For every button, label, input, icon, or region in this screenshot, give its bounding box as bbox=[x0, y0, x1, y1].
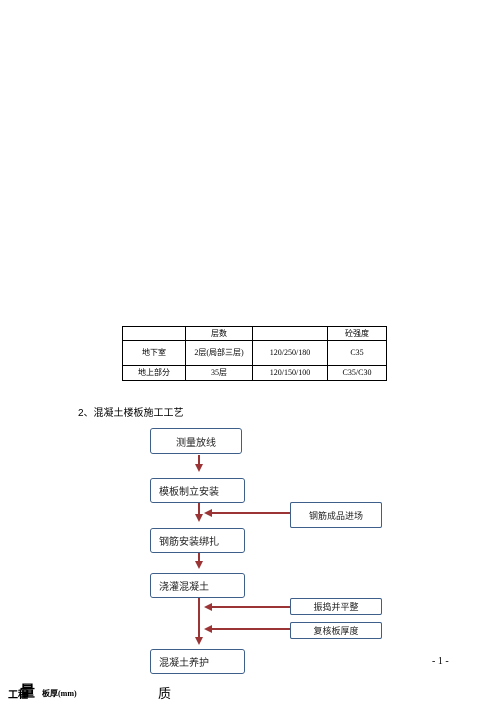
flow-step: 浇灌混凝土 bbox=[150, 573, 245, 598]
flow-step: 钢筋安装绑扎 bbox=[150, 528, 245, 553]
table-cell: 120/150/100 bbox=[252, 365, 328, 381]
table-cell: 35层 bbox=[185, 365, 253, 381]
flow-step: 测量放线 bbox=[150, 428, 242, 454]
footer-fragment: 质 bbox=[158, 686, 172, 701]
footer-fragment: 量 bbox=[20, 683, 36, 700]
table-row: 地上部分 35层 120/150/100 C35/C30 bbox=[122, 365, 387, 381]
footer-fragment: 工程 bbox=[8, 690, 28, 701]
flow-step: 混凝土养护 bbox=[150, 649, 245, 674]
footer-fragment: 板厚(mm) bbox=[42, 689, 77, 698]
table-cell: C35/C30 bbox=[327, 365, 387, 381]
page-number: - 1 - bbox=[432, 656, 449, 667]
side-input-box: 复核板厚度 bbox=[290, 622, 382, 639]
table-cell: C35 bbox=[327, 340, 387, 366]
slab-spec-table: 层数 砼强度 地下室 2层(局部三层) 120/250/180 C35 地上部分… bbox=[122, 326, 387, 381]
flow-step: 模板制立安装 bbox=[150, 478, 245, 503]
table-cell: 地上部分 bbox=[122, 365, 186, 381]
side-input-box: 振捣并平整 bbox=[290, 598, 382, 615]
section-title: 2、混凝土楼板施工工艺 bbox=[78, 408, 184, 419]
side-input-box: 钢筋成品进场 bbox=[290, 502, 382, 528]
